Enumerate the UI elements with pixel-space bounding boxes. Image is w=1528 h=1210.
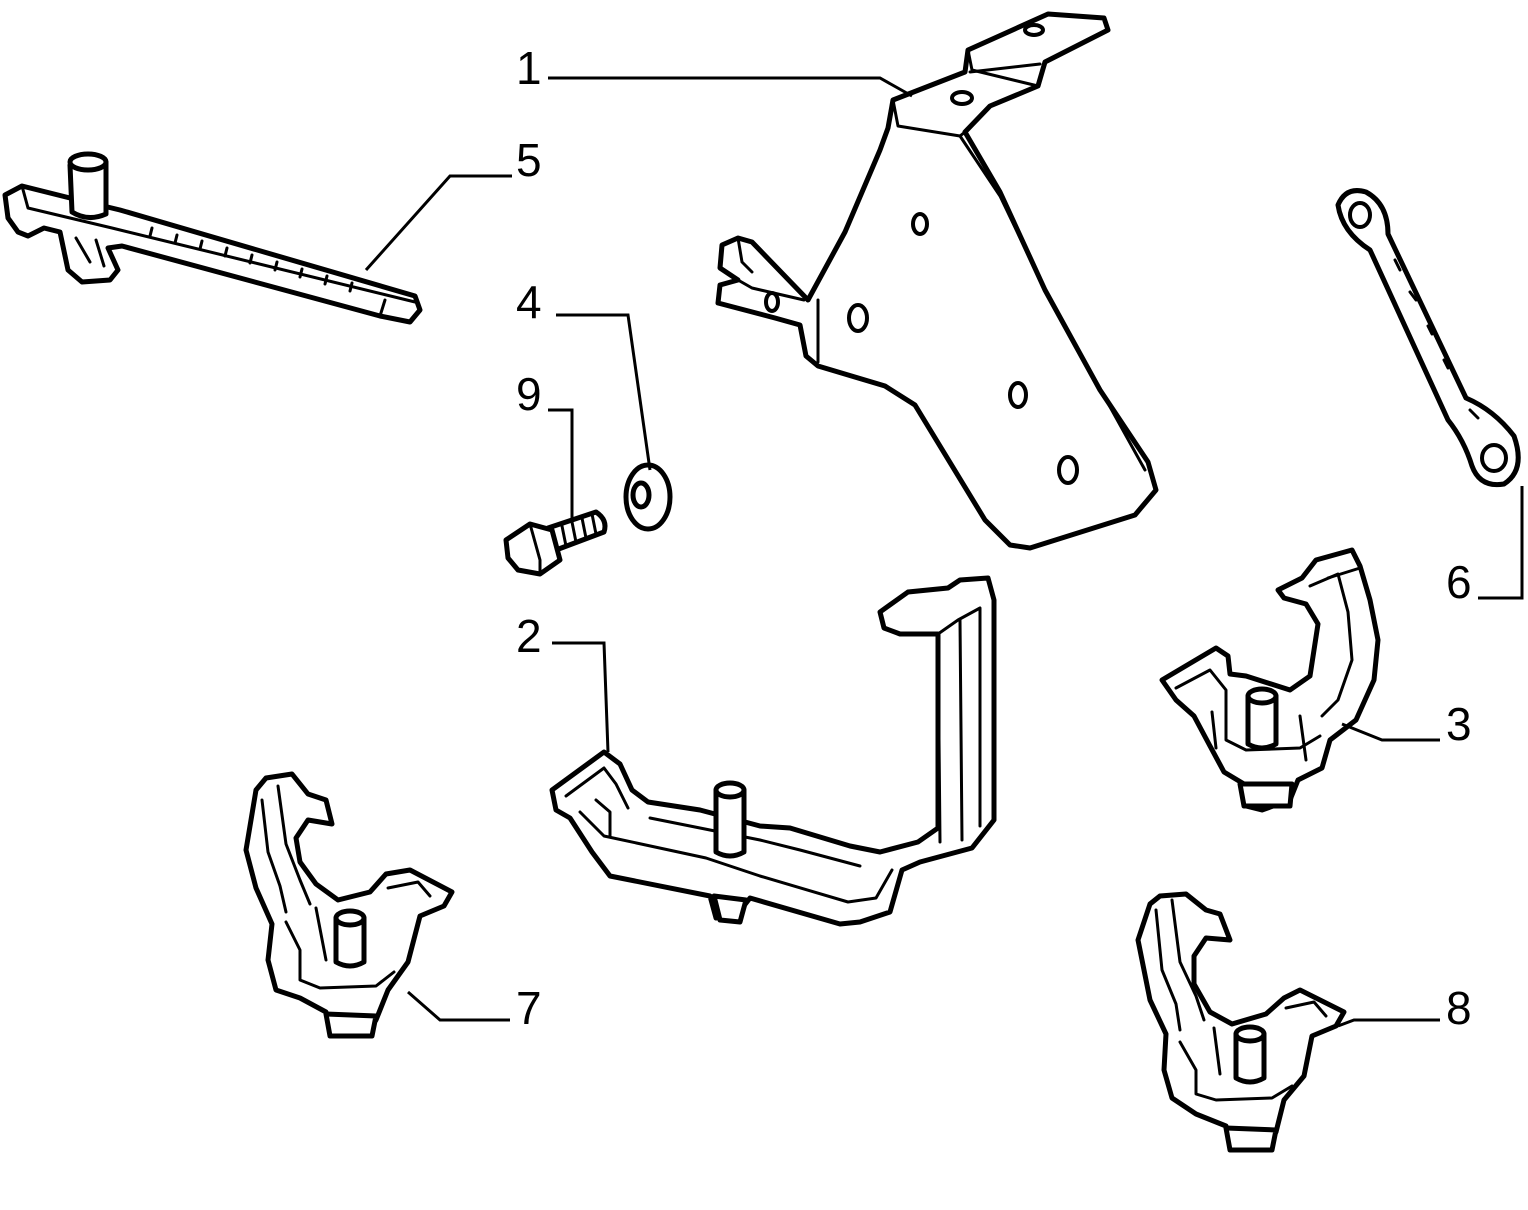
part-5-cable-tie (2, 151, 423, 325)
callout-6: 6 (1446, 556, 1472, 608)
part-6-ground-strap (1335, 188, 1521, 488)
leader-6 (1478, 486, 1524, 600)
callout-5: 5 (516, 134, 542, 186)
leader-lines (364, 76, 1524, 1028)
part-9-bolt (503, 509, 608, 577)
part-3-clip (1159, 547, 1381, 813)
part-8-clip (1135, 891, 1347, 1153)
callout-3: 3 (1446, 698, 1472, 750)
part-7-clip (243, 771, 455, 1039)
part-1-bracket (715, 11, 1159, 551)
leader-5 (364, 174, 512, 271)
leader-2 (552, 641, 610, 753)
leader-1 (548, 76, 913, 98)
part-2-cable-holder (549, 575, 997, 927)
leader-7 (407, 990, 510, 1022)
callout-9: 9 (516, 368, 542, 420)
callout-1: 1 (516, 42, 542, 94)
leader-4 (556, 313, 652, 471)
leader-8 (1337, 1018, 1440, 1028)
leader-3 (1341, 722, 1440, 742)
callout-8: 8 (1446, 982, 1472, 1034)
callout-labels: 1 2 3 4 5 6 7 8 9 (516, 42, 1472, 1034)
callout-2: 2 (516, 610, 542, 662)
callout-4: 4 (516, 276, 542, 328)
callout-7: 7 (516, 982, 542, 1034)
leader-9 (548, 408, 574, 520)
part-4-washer (623, 462, 673, 532)
